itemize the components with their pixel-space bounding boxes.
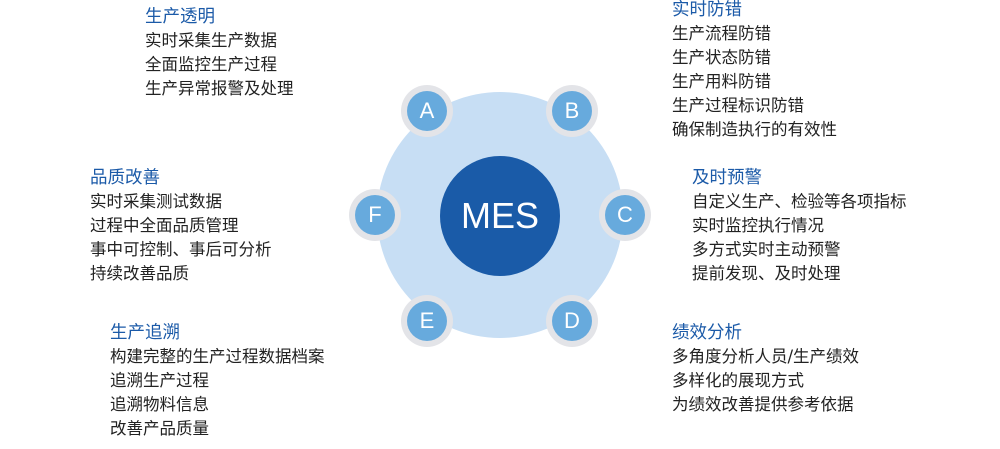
- node-d-label: D: [552, 301, 592, 341]
- section-title: 生产追溯: [110, 323, 180, 343]
- list-item: 生产异常报警及处理: [145, 79, 294, 98]
- list-item: 自定义生产、检验等各项指标: [692, 192, 907, 211]
- list-item: 生产过程标识防错: [672, 96, 804, 115]
- list-item: 事中可控制、事后可分析: [90, 240, 272, 259]
- list-item: 改善产品质量: [110, 419, 209, 438]
- list-item: 实时采集生产数据: [145, 31, 277, 50]
- list-item: 多角度分析人员/生产绩效: [672, 347, 860, 366]
- list-item: 多方式实时主动预警: [692, 240, 841, 259]
- mes-center: MES: [440, 156, 560, 276]
- node-b: B: [546, 85, 598, 137]
- list-item: 多样化的展现方式: [672, 371, 804, 390]
- node-a-label: A: [407, 91, 447, 131]
- list-item: 为绩效改善提供参考依据: [672, 395, 854, 414]
- node-e-label: E: [407, 301, 447, 341]
- node-a: A: [401, 85, 453, 137]
- list-item: 全面监控生产过程: [145, 55, 277, 74]
- section-d: 绩效分析 多角度分析人员/生产绩效 多样化的展现方式 为绩效改善提供参考依据: [672, 321, 859, 417]
- list-item: 构建完整的生产过程数据档案: [110, 347, 325, 366]
- node-f-label: F: [355, 195, 395, 235]
- node-e: E: [401, 295, 453, 347]
- section-b: 实时防错 生产流程防错 生产状态防错 生产用料防错 生产过程标识防错 确保制造执…: [672, 0, 837, 142]
- node-f: F: [349, 189, 401, 241]
- node-c: C: [599, 189, 651, 241]
- list-item: 持续改善品质: [90, 264, 189, 283]
- section-c: 及时预警 自定义生产、检验等各项指标 实时监控执行情况 多方式实时主动预警 提前…: [692, 166, 907, 286]
- list-item: 追溯生产过程: [110, 371, 209, 390]
- node-b-label: B: [552, 91, 592, 131]
- section-a: 生产透明 实时采集生产数据 全面监控生产过程 生产异常报警及处理: [145, 5, 294, 101]
- list-item: 过程中全面品质管理: [90, 216, 239, 235]
- list-item: 生产状态防错: [672, 48, 771, 67]
- mes-label: MES: [460, 195, 539, 236]
- section-title: 生产透明: [145, 7, 215, 27]
- list-item: 实时监控执行情况: [692, 216, 824, 235]
- list-item: 追溯物料信息: [110, 395, 209, 414]
- list-item: 提前发现、及时处理: [692, 264, 841, 283]
- section-title: 及时预警: [692, 168, 762, 188]
- section-title: 绩效分析: [672, 323, 742, 343]
- node-c-label: C: [605, 195, 645, 235]
- section-e: 生产追溯 构建完整的生产过程数据档案 追溯生产过程 追溯物料信息 改善产品质量: [110, 321, 325, 441]
- list-item: 确保制造执行的有效性: [672, 120, 837, 139]
- section-f: 品质改善 实时采集测试数据 过程中全面品质管理 事中可控制、事后可分析 持续改善…: [90, 166, 272, 286]
- section-title: 实时防错: [672, 0, 742, 20]
- section-title: 品质改善: [90, 168, 160, 188]
- list-item: 实时采集测试数据: [90, 192, 222, 211]
- list-item: 生产用料防错: [672, 72, 771, 91]
- list-item: 生产流程防错: [672, 24, 771, 43]
- node-d: D: [546, 295, 598, 347]
